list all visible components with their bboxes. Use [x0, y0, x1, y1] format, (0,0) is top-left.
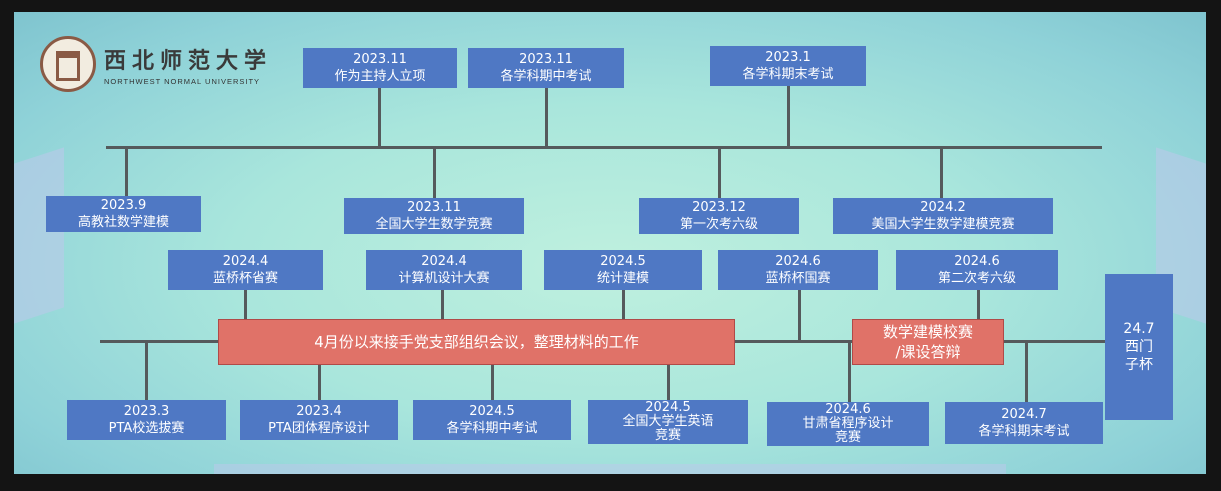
milestone-box: 2024.4 蓝桥杯省赛 [168, 250, 323, 290]
connector [977, 290, 980, 342]
connector [125, 146, 128, 198]
milestone-box: 2023.9 高教社数学建模 [46, 196, 201, 232]
milestone-box: 2023.11 全国大学生数学竞赛 [344, 198, 524, 234]
connector [787, 84, 790, 148]
connector [244, 290, 247, 342]
milestone-box: 2024.5 统计建模 [544, 250, 702, 290]
highlight-box-party-branch: 4月份以来接手党支部组织会议，整理材料的工作 [218, 319, 735, 365]
university-logo: 西北师范大学 NORTHWEST NORMAL UNIVERSITY [40, 36, 272, 92]
milestone-box: 2023.12 第一次考六级 [639, 198, 799, 234]
milestone-box: 2024.6 第二次考六级 [896, 250, 1058, 290]
milestone-box: 2024.5 各学科期中考试 [413, 400, 571, 440]
side-box-ximen-cup: 24.7 西门 子杯 [1105, 274, 1173, 420]
highlight-box-modeling: 数学建模校赛 /课设答辩 [852, 319, 1004, 365]
projector-frame-bottom [214, 464, 1006, 474]
connector [940, 146, 943, 200]
university-name-en: NORTHWEST NORMAL UNIVERSITY [104, 76, 261, 86]
connector [1025, 340, 1028, 402]
university-name-cn: 西北师范大学 [104, 47, 273, 74]
milestone-box: 2023.1 各学科期末考试 [710, 46, 866, 86]
milestone-box: 2023.11 各学科期中考试 [468, 48, 624, 88]
connector [848, 340, 851, 402]
connector [545, 88, 548, 148]
connector [145, 340, 148, 402]
milestone-box: 2023.3 PTA校选拔赛 [67, 400, 226, 440]
milestone-box: 2024.7 各学科期末考试 [945, 402, 1103, 444]
milestone-box: 2024.4 计算机设计大赛 [366, 250, 522, 290]
university-seal-icon [40, 36, 96, 92]
connector [798, 290, 801, 342]
connector [441, 290, 444, 342]
milestone-box: 2023.11 作为主持人立项 [303, 48, 457, 88]
projector-frame-left [14, 147, 64, 337]
milestone-box: 2024.6 蓝桥杯国赛 [718, 250, 878, 290]
connector [718, 146, 721, 200]
timeline-upper-axis [106, 146, 1102, 149]
milestone-box: 2024.5 全国大学生英语 竞赛 [588, 400, 748, 444]
milestone-box: 2023.4 PTA团体程序设计 [240, 400, 398, 440]
connector [318, 340, 321, 402]
connector [667, 340, 670, 402]
connector [378, 88, 381, 148]
connector [622, 290, 625, 342]
milestone-box: 2024.6 甘肃省程序设计 竞赛 [767, 402, 929, 446]
presentation-slide: 西北师范大学 NORTHWEST NORMAL UNIVERSITY 2023.… [14, 12, 1206, 474]
connector [433, 146, 436, 200]
milestone-box: 2024.2 美国大学生数学建模竞赛 [833, 198, 1053, 234]
connector [491, 340, 494, 402]
